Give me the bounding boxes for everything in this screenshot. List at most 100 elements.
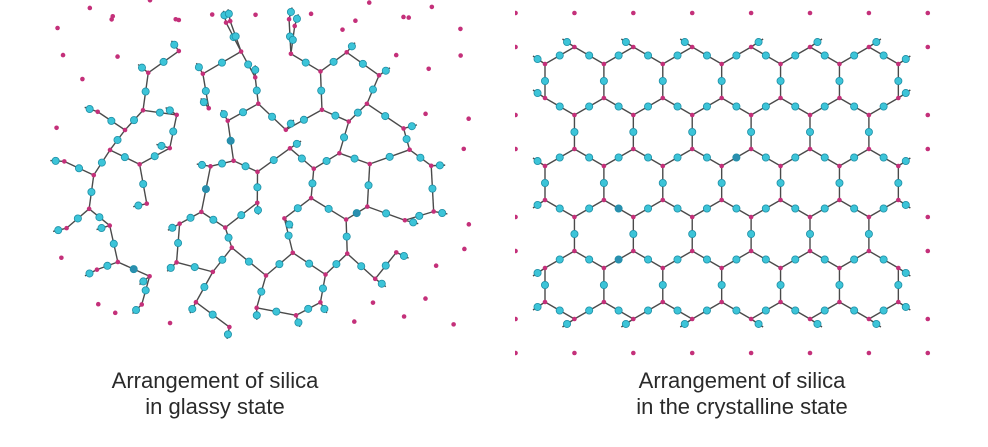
oxygen-atom	[320, 304, 329, 313]
silicon-atom	[542, 197, 548, 203]
silicon-atom	[778, 197, 783, 203]
oxygen-atom	[820, 306, 829, 315]
oxygen-atom	[621, 319, 630, 328]
silicon-atom	[252, 75, 258, 80]
oxygen-atom	[864, 229, 873, 238]
oxygen-atom	[186, 213, 195, 222]
silicon-atom	[140, 107, 146, 113]
silicon-atom	[174, 112, 180, 118]
oxygen-atom	[850, 204, 859, 213]
oxygen-atom	[113, 135, 122, 144]
glassy-silica-network-diagram	[50, 0, 472, 339]
silicon-atom	[461, 146, 467, 152]
oxygen-atom	[329, 57, 338, 66]
silicon-atom	[393, 52, 399, 58]
silicon-atom	[55, 25, 60, 31]
oxygen-atom	[190, 263, 199, 272]
oxygen-atom	[407, 122, 416, 131]
silicon-atom	[364, 101, 370, 107]
oxygen-atom	[85, 104, 94, 113]
silicon-atom	[748, 248, 754, 254]
oxygen-atom	[555, 255, 564, 264]
oxygen-atom	[241, 162, 250, 171]
oxygen-atom	[614, 204, 623, 213]
oxygen-atom	[850, 51, 859, 60]
oxygen-atom	[850, 102, 859, 111]
silicon-atom	[925, 10, 931, 16]
oxygen-atom	[269, 156, 278, 165]
silicon-atom	[925, 112, 931, 118]
oxygen-atom	[673, 306, 682, 315]
silicon-atom	[748, 44, 754, 50]
oxygen-atom	[294, 318, 303, 327]
oxygen-atom	[293, 204, 302, 213]
oxygen-atom	[614, 51, 623, 60]
oxygen-atom	[614, 306, 623, 315]
silicon-atom	[925, 214, 931, 220]
silicon-atom	[451, 322, 456, 327]
silicon-atom	[64, 225, 69, 231]
silicon-atom	[837, 163, 842, 169]
silicon-atom	[253, 12, 258, 18]
oxygen-atom	[150, 152, 159, 161]
oxygen-atom	[157, 141, 166, 150]
oxygen-atom	[747, 229, 756, 238]
silicon-atom	[866, 10, 872, 16]
silicon-atom	[866, 146, 872, 152]
silicon-atom	[177, 221, 182, 227]
oxygen-atom	[168, 223, 177, 232]
oxygen-atom	[350, 154, 359, 163]
oxygen-atom	[901, 302, 910, 311]
silicon-atom	[748, 146, 754, 152]
oxygen-atom	[791, 51, 800, 60]
oxygen-atom	[194, 63, 203, 72]
oxygen-atom	[97, 158, 106, 167]
silicon-atom	[366, 0, 372, 5]
oxygen-atom	[301, 58, 310, 67]
silicon-atom	[323, 272, 328, 277]
silicon-atom	[601, 197, 607, 203]
silicon-atom	[807, 248, 813, 254]
oxygen-atom	[347, 42, 356, 51]
oxygen-atom	[340, 133, 349, 142]
silicon-atom	[231, 158, 236, 164]
silicon-atom	[308, 195, 314, 201]
silicon-atom	[660, 61, 666, 67]
oxygen-atom	[139, 277, 148, 286]
silicon-atom	[719, 95, 724, 101]
oxygen-atom	[130, 116, 139, 125]
oxygen-atom	[776, 77, 785, 86]
oxygen-atom	[747, 127, 756, 136]
oxygen-atom	[702, 102, 711, 111]
oxygen-atom	[169, 127, 178, 136]
oxygen-atom	[299, 115, 308, 124]
oxygen-atom	[252, 311, 261, 320]
oxygen-atom	[673, 51, 682, 60]
silicon-atom	[208, 164, 213, 169]
silicon-atom	[107, 147, 113, 153]
oxygen-atom	[165, 106, 174, 115]
oxygen-atom	[717, 280, 726, 289]
silicon-atom	[319, 107, 325, 113]
oxygen-atom	[219, 110, 228, 119]
atom-layer	[515, 10, 931, 356]
oxygen-atom	[621, 38, 630, 47]
silicon-atom	[542, 95, 548, 101]
silicon-atom	[282, 216, 287, 221]
silicon-atom	[572, 214, 577, 220]
oxygen-atom	[901, 55, 910, 64]
oxygen-atom	[353, 108, 362, 117]
silicon-atom	[222, 225, 228, 230]
oxygen-atom	[864, 127, 873, 136]
silicon-atom	[407, 147, 412, 152]
oxygen-atom	[813, 38, 822, 47]
oxygen-atom	[644, 153, 653, 162]
oxygen-atom	[87, 187, 96, 196]
oxygen-atom	[218, 159, 227, 168]
oxygen-atom	[599, 77, 608, 86]
glassy-caption: Arrangement of silica in glassy state	[45, 368, 385, 420]
oxygen-atom	[286, 119, 295, 128]
silicon-atom	[176, 48, 182, 54]
oxygen-atom	[209, 215, 218, 224]
silicon-atom	[572, 248, 577, 254]
